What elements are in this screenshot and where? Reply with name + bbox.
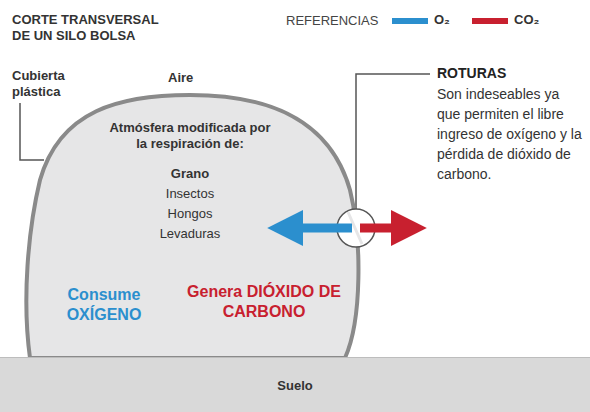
co2-arrow [360, 224, 398, 233]
part-label: Aire [168, 70, 218, 86]
process-label: Genera DIÓXIDO DE CARBONO [176, 282, 352, 322]
diagram-title: CORTE TRANSVERSAL DE UN SILO BOLSA [12, 12, 172, 44]
organism-label: Insectos [130, 184, 250, 204]
leader-line [356, 74, 430, 209]
legend-label: O₂ [434, 12, 450, 28]
legend-swatch [472, 18, 508, 24]
callout-heading: ROTURAS [437, 64, 577, 82]
ground-label: Suelo [245, 378, 345, 394]
organism-label: Hongos [130, 204, 250, 224]
legend-swatch [392, 18, 428, 24]
region-heading: Atmósfera modificada por la respiración … [105, 120, 275, 152]
ground-band: Suelo [0, 357, 590, 412]
organism-label: Levaduras [130, 224, 250, 244]
plastic-cover [26, 95, 358, 358]
leader-line [20, 103, 44, 160]
part-label: Cubierta plástica [12, 68, 102, 100]
organism-label: Grano [130, 164, 250, 184]
process-label: Consume OXÍGENO [48, 285, 160, 325]
legend-label: CO₂ [514, 12, 539, 28]
callout-note: Son indeseables ya que permiten el libre… [437, 84, 583, 184]
legend-heading: REFERENCIAS [286, 13, 386, 29]
silo-bag: Atmósfera modificada por la respiración … [20, 90, 370, 360]
